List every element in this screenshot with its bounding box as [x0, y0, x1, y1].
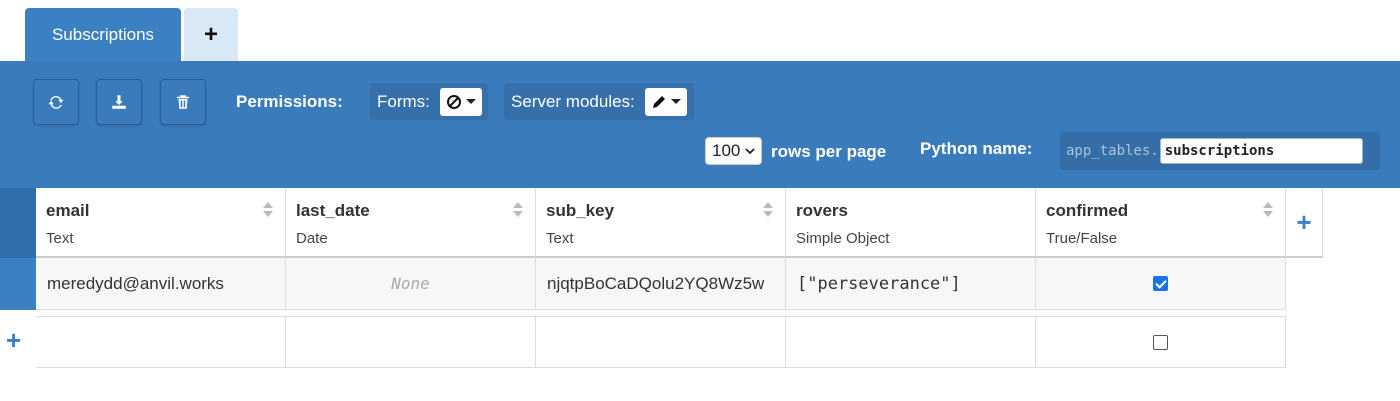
tab-subscriptions[interactable]: Subscriptions — [25, 8, 181, 62]
column-type: Text — [546, 230, 574, 247]
column-type: True/False — [1046, 230, 1118, 247]
cell-last-date[interactable]: None — [286, 258, 536, 310]
row-gutter — [0, 188, 36, 310]
chevron-down-icon — [670, 99, 681, 104]
cell-confirmed — [1036, 258, 1286, 310]
sort-icon[interactable] — [513, 202, 523, 217]
server-modules-permission: Server modules: — [504, 83, 694, 120]
column-header-email[interactable]: email Text — [36, 188, 286, 258]
rows-per-page-value: 100 — [712, 141, 741, 160]
column-header-confirmed[interactable]: confirmed True/False — [1036, 188, 1286, 258]
download-button[interactable] — [96, 79, 142, 125]
python-name-input[interactable]: subscriptions — [1159, 138, 1363, 164]
new-cell-last-date[interactable] — [286, 316, 536, 368]
new-confirmed-checkbox[interactable] — [1153, 334, 1168, 350]
forms-permission: Forms: — [370, 83, 488, 120]
refresh-icon — [48, 95, 64, 109]
sort-icon[interactable] — [763, 202, 773, 217]
chevron-down-icon — [465, 99, 476, 104]
new-cell-confirmed — [1036, 316, 1286, 368]
chevron-down-icon — [745, 148, 756, 155]
rows-per-page-label: rows per page — [771, 142, 887, 161]
column-name: sub_key — [546, 201, 615, 220]
python-name-label: Python name: — [920, 139, 1033, 158]
cell-rovers[interactable]: ["perseverance"] — [786, 258, 1036, 310]
download-icon — [112, 95, 126, 109]
column-name: email — [46, 201, 90, 220]
add-row-button[interactable]: + — [6, 325, 22, 355]
cell-sub-key[interactable]: njqtpBoCaDQolu2YQ8Wz5w — [536, 258, 786, 310]
pencil-icon — [652, 95, 665, 108]
column-type: Simple Object — [796, 230, 890, 247]
forms-permission-dropdown[interactable] — [439, 87, 482, 116]
no-access-icon — [446, 94, 461, 109]
cell-email[interactable]: meredydd@anvil.works — [36, 258, 286, 310]
column-type: Date — [296, 230, 328, 247]
table-toolbar: Permissions: Forms: Server modules: 100 … — [0, 61, 1400, 188]
sort-icon[interactable] — [263, 202, 273, 217]
column-header-sub-key[interactable]: sub_key Text — [536, 188, 786, 258]
refresh-button[interactable] — [33, 79, 79, 125]
tab-bar: Subscriptions + — [0, 0, 1400, 62]
python-name-prefix: app_tables. — [1066, 143, 1159, 159]
rows-per-page-select[interactable]: 100 — [705, 137, 762, 165]
sort-icon[interactable] — [1263, 202, 1273, 217]
trash-icon — [177, 95, 189, 109]
new-cell-sub-key[interactable] — [536, 316, 786, 368]
column-header-rovers[interactable]: rovers Simple Object — [786, 188, 1036, 258]
column-name: last_date — [296, 201, 370, 220]
column-type: Text — [46, 230, 74, 247]
new-cell-rovers[interactable] — [786, 316, 1036, 368]
column-name: rovers — [796, 201, 848, 220]
server-modules-label: Server modules: — [511, 91, 635, 111]
forms-label: Forms: — [377, 91, 430, 111]
column-name: confirmed — [1046, 201, 1129, 220]
add-table-tab[interactable]: + — [184, 8, 238, 62]
server-modules-permission-dropdown[interactable] — [644, 87, 687, 116]
confirmed-checkbox[interactable] — [1153, 276, 1168, 291]
add-column-button[interactable]: + — [1286, 188, 1323, 258]
column-header-last-date[interactable]: last_date Date — [286, 188, 536, 258]
python-name-field: app_tables. subscriptions — [1060, 132, 1380, 170]
delete-table-button[interactable] — [160, 79, 206, 125]
permissions-label: Permissions: — [236, 92, 343, 111]
new-cell-email[interactable] — [36, 316, 286, 368]
